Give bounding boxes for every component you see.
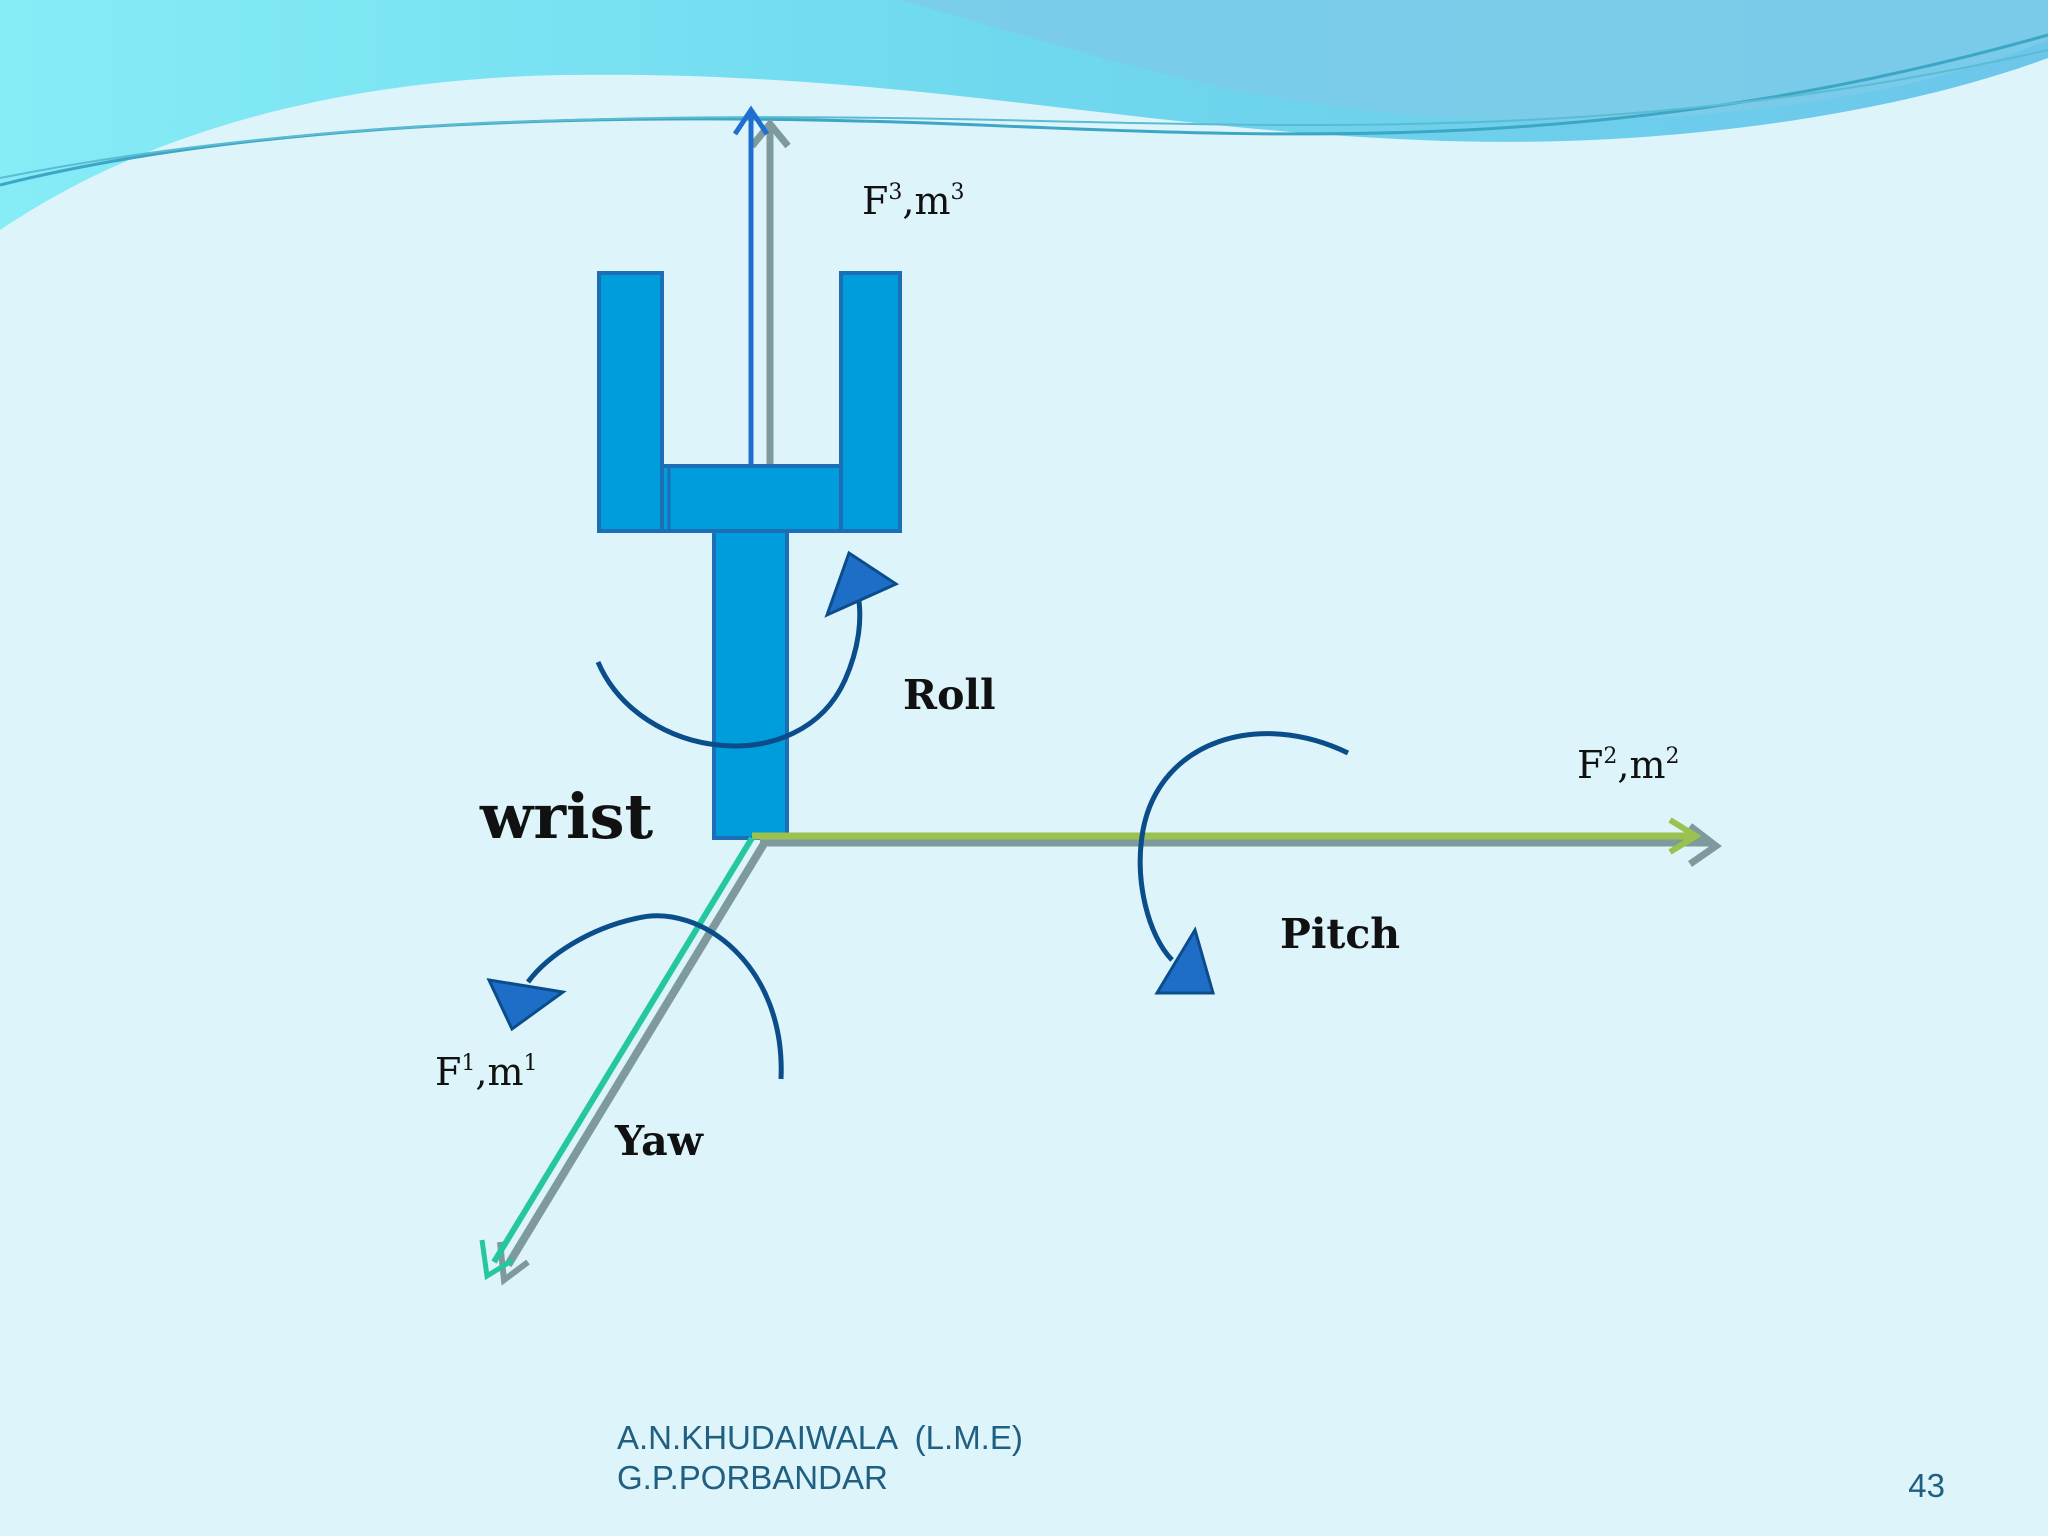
page-number: 43 [1908,1467,1945,1504]
yaw-rotation-arrow [486,913,784,1080]
roll-label: Roll [903,671,996,719]
diagonal-axis-arrow [479,836,769,1286]
gripper-body [597,271,902,840]
roll-rotation-arrow [595,550,900,749]
header-wave-decoration [0,0,2048,230]
horizontal-axis-label: F2,m2 [1577,743,1680,787]
yaw-label: Yaw [614,1117,705,1165]
footer-college: G.P.PORBANDAR [617,1459,888,1496]
pitch-rotation-arrow [1137,731,1350,995]
footer-author: A.N.KHUDAIWALA (L.M.E) [617,1419,1023,1456]
diagonal-axis-label: F1,m1 [435,1050,538,1094]
wrist-label: wrist [479,780,653,853]
pitch-label: Pitch [1280,910,1400,958]
vertical-axis-label: F3,m3 [862,179,965,223]
horizontal-axis-arrow [752,817,1722,867]
